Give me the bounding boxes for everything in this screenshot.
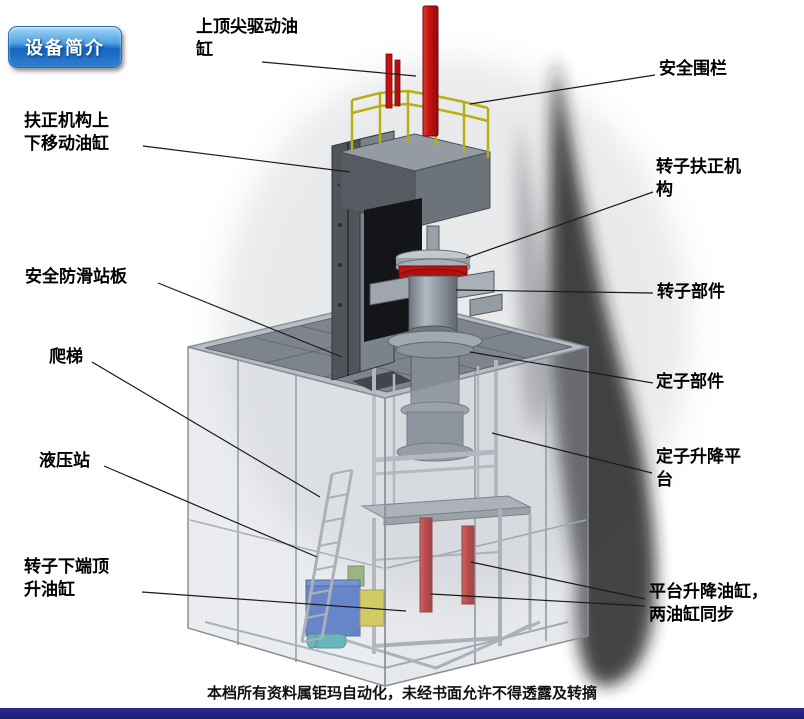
confidentiality-note: 本档所有资料属钜玛自动化，未经书面允许不得透露及转摘	[206, 685, 597, 702]
safety-fence-graphic	[350, 89, 490, 158]
straightener-arm-right	[456, 270, 495, 299]
enclosure-walls	[187, 346, 589, 688]
leader-safety-fence	[469, 74, 656, 105]
leader-platform-lift-cylinder-left	[430, 593, 646, 607]
label-rotor-bottom-jack-cylinder: 转子下端顶 升油缸	[24, 557, 109, 599]
label-top-center-drive-cylinder: 上顶尖驱动油 缸	[196, 17, 298, 59]
deck-flange-graphic	[387, 330, 483, 359]
label-rotor-part: 转子部件	[657, 282, 725, 301]
platform-lift-cylinders-graphic	[419, 517, 475, 613]
leader-stator-lift-platform	[491, 432, 653, 474]
label-stator-part: 定子部件	[656, 372, 724, 391]
below-deck-internals	[189, 345, 587, 670]
rotor-assembly-graphic	[369, 225, 503, 339]
leader-stator-part	[469, 351, 654, 384]
label-hydraulic-station: 液压站	[39, 451, 90, 470]
leader-anti-slip-standing-plate	[157, 282, 343, 358]
leader-ladder	[91, 361, 321, 498]
leader-top-center-drive-cylinder	[261, 61, 417, 77]
top-center-drive-cylinder-graphic	[385, 5, 439, 137]
label-platform-lift-cylinders: 平台升降油缸， 两油缸同步	[649, 582, 768, 624]
leader-straightener-updown-cylinder	[142, 145, 351, 173]
title-badge: 设备简介	[8, 26, 122, 68]
leader-rotor-straightening-mechanism	[465, 191, 654, 259]
label-straightener-updown-cylinder: 扶正机构上 下移动油缸	[24, 111, 109, 153]
bottom-accent-bar	[0, 708, 804, 719]
deck-hatch-opening	[352, 371, 412, 391]
label-safety-fence: 安全围栏	[659, 59, 727, 78]
lower-frame-graphic	[344, 509, 541, 670]
label-ladder: 爬梯	[49, 347, 83, 366]
ladder-graphic	[300, 469, 354, 643]
leader-rotor-part	[455, 289, 654, 294]
press-throat-opening	[364, 198, 422, 342]
straightener-arm-left	[369, 276, 410, 306]
label-stator-lift-platform: 定子升降平 台	[656, 447, 741, 489]
leader-platform-lift-cylinder-right	[470, 561, 646, 600]
leader-hydraulic-station	[103, 465, 318, 558]
lift-frame-graphic	[372, 360, 498, 516]
leader-rotor-bottom-jack-cylinder	[141, 591, 407, 612]
smoke-shadow-main	[548, 55, 656, 687]
label-rotor-straightening-mechanism: 转子扶正机 构	[656, 157, 741, 199]
label-anti-slip-standing-plate: 安全防滑站板	[25, 267, 127, 286]
leader-lines	[91, 61, 656, 612]
head-block-graphic	[339, 133, 491, 228]
